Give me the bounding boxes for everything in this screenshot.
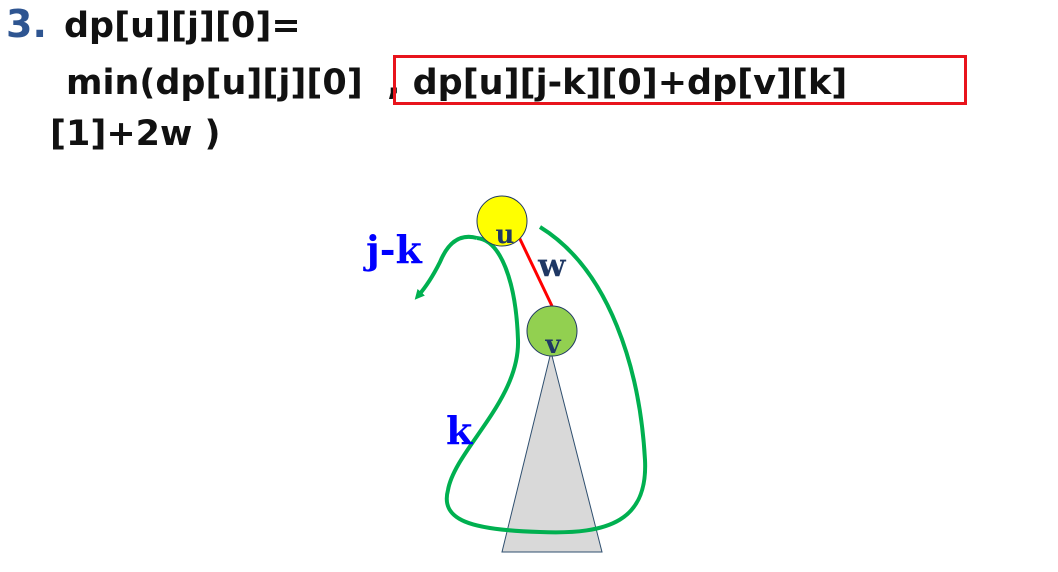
- node-u: [476, 195, 528, 247]
- node-v-label: v: [544, 330, 561, 360]
- edge-weight-label: w: [537, 246, 567, 284]
- path-k-label: k: [446, 408, 473, 453]
- formula-line-2: min(dp[u][j][0] , dp[u][j-k][0]+dp[v][k]: [66, 63, 848, 103]
- highlight-box: [393, 55, 967, 105]
- formula-line-3: [1]+2w ): [50, 114, 221, 154]
- subtree-triangle: [501, 351, 603, 553]
- path-jk-arrow: [414, 234, 478, 300]
- edge-u-v: [517, 236, 554, 307]
- step-number: 3.: [6, 2, 47, 46]
- path-k-curve: [444, 225, 648, 535]
- node-v: [526, 305, 578, 357]
- path-jk-label: j-k: [363, 227, 423, 272]
- formula-line-1: dp[u][j][0]=: [64, 6, 301, 46]
- node-u-label: u: [496, 220, 515, 250]
